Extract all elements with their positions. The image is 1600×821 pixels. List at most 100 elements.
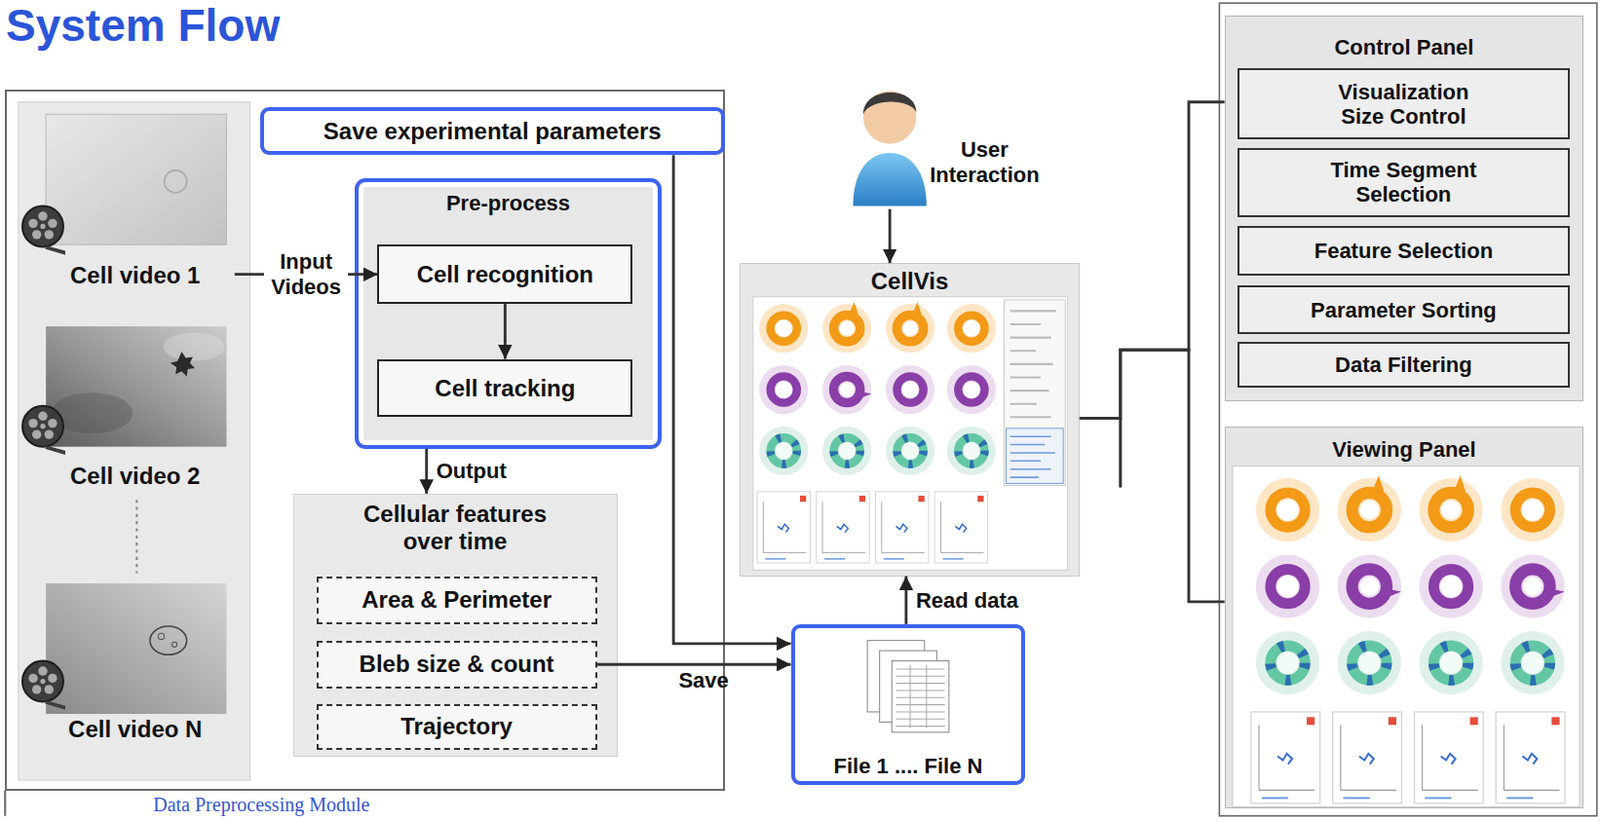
plot [934,492,988,564]
control-item: Data Filtering [1237,342,1569,388]
user-body [852,152,926,206]
ellipsis-dots [135,499,138,573]
video-frame [45,326,227,448]
screenshot-frame [753,297,1068,572]
edge-label: Save [678,668,728,693]
plot [757,492,810,564]
node-label: Cell video 2 [36,462,235,491]
flow-connector [424,449,428,495]
node-label: Bleb size & count [359,650,555,679]
file-page [891,661,950,733]
user-icon [852,90,926,206]
node-label: Viewing Panel [1225,437,1584,462]
flow-connector [1079,102,1225,420]
node-label: Cell video N [36,716,235,744]
user-hair [863,92,916,115]
frontend-frame [1219,2,1597,817]
flow-connector [673,154,791,645]
file-grid [895,665,945,729]
cell-image [164,170,188,193]
highlight-box: Save experimental parameters [260,107,724,155]
node-label: Save experimental parameters [323,117,662,146]
glyph [822,302,872,353]
list-lines [1010,436,1056,478]
process-box: Cell tracking [377,359,633,419]
node-label: Area & Perimeter [361,586,552,614]
node-label: Cell tracking [434,375,575,403]
control-item: Parameter Sorting [1237,285,1569,335]
node-label: Parameter Sorting [1310,298,1497,323]
node-label: Feature Selection [1314,238,1493,264]
flow-connector [888,209,892,265]
process-group: Pre-processCell recognitionCell tracking [354,178,661,450]
glyph [1418,475,1483,542]
plot [1495,712,1565,804]
cell-image [170,351,195,377]
film-reel-icon [22,206,66,256]
plot [1333,712,1403,804]
glyph [885,426,935,476]
viewing-screenshot [1232,466,1580,808]
module-box: Data Preprocessing ModuleCell video 1Cel… [4,89,724,791]
node-label: Pre-process [358,190,657,216]
page-title: System Flow [5,0,280,52]
control-item: Feature Selection [1237,226,1569,275]
process-box: Cell recognition [377,244,633,305]
node-label: Trajectory [400,713,513,741]
side-panel [1003,300,1066,487]
user-node: User Interaction [851,81,1035,210]
edge-label: Input Videos [264,249,348,300]
glyph [759,304,808,353]
control-item: Time Segment Selection [1237,148,1569,218]
cell-image [171,642,177,648]
user-head [863,90,916,144]
plot [816,492,870,564]
file-page [867,641,925,713]
glyph [885,302,935,353]
node-label: CellVis [740,267,1079,296]
glyph [1500,631,1564,695]
glyph [822,426,872,476]
glyph [1337,554,1402,618]
control-panel: Control PanelVisualization Size ControlT… [1224,15,1585,402]
glyph [1337,631,1402,695]
module-caption: Data Preprocessing Module [152,794,370,817]
glyph [1337,475,1402,542]
video-node: Cell video 2 [36,326,235,491]
node-label: Control Panel [1225,35,1584,60]
glyph [947,365,996,415]
plot [875,492,928,564]
cell-image [157,633,164,640]
node-label: User Interaction [925,137,1043,188]
glyph [1256,478,1320,542]
video-panel [18,102,251,781]
video-texture [163,332,226,361]
flow-connector [904,576,908,625]
glyph [1256,554,1320,618]
node-label: Visualization Size Control [1320,79,1486,130]
video-texture [50,392,133,434]
side-panel-lines [1010,310,1057,418]
glyph [1500,478,1564,542]
cellvis-screenshot [753,297,1068,572]
flow-connector [503,304,507,360]
feature-box: Area & Perimeter [316,576,598,625]
glyph [885,365,935,415]
control-item: Visualization Size Control [1237,68,1569,140]
video-node: Cell video N [36,583,235,744]
list-box [1006,428,1065,485]
flow-connector [1079,349,1225,603]
app-panel: CellVis [739,263,1080,576]
node-label: File 1 .... File N [834,754,984,779]
node-label: Cellular features over time [347,500,563,555]
module-bracket [3,791,6,817]
glyph [1418,554,1483,618]
node-label: Data Filtering [1334,352,1473,378]
edge-label: Read data [915,588,1019,613]
glyph [947,304,996,353]
flow-connector [597,663,792,667]
glyph [822,365,872,415]
video-frame [45,114,227,245]
video-frame [45,583,227,715]
bracket-line [1118,418,1122,488]
